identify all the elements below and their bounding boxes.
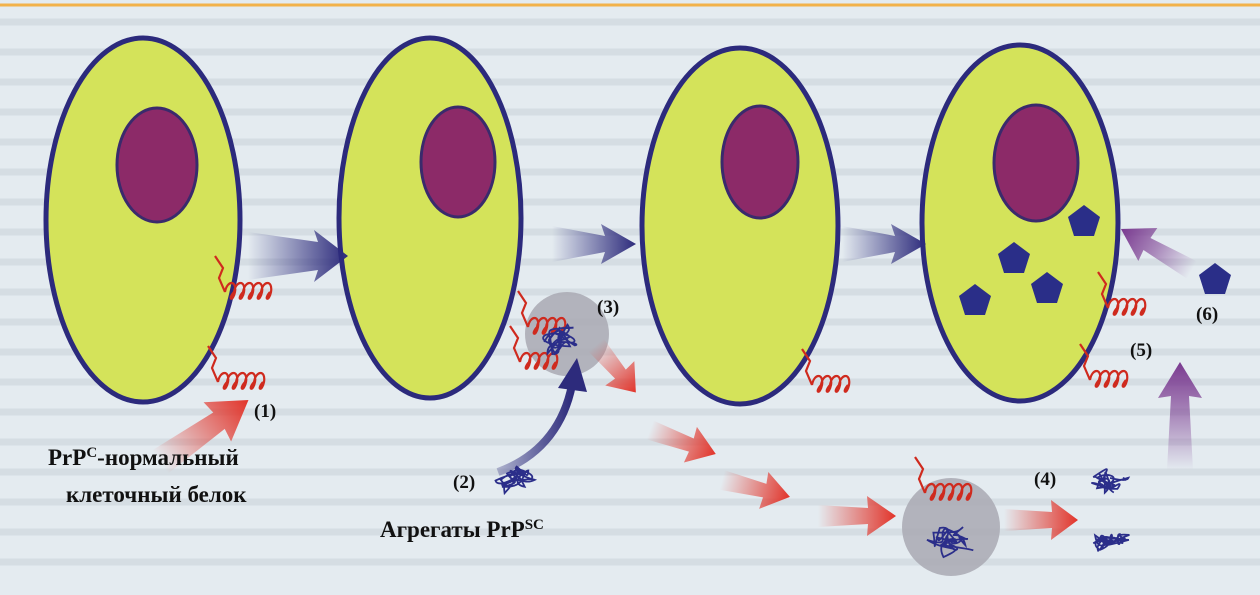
- arrow-step6-in: [1111, 213, 1201, 287]
- nucleus: [117, 108, 197, 222]
- arrow-step4-up: [1158, 362, 1202, 470]
- caption-prpsc-prefix: Агрегаты PrP: [380, 517, 525, 542]
- label-step3: (3): [597, 298, 619, 317]
- caption-prpc: PrPC-нормальный: [48, 446, 239, 469]
- nucleus: [994, 105, 1078, 221]
- cell-3: [642, 48, 838, 404]
- caption-prpc-prefix: PrP: [48, 445, 86, 470]
- caption-prpsc: Агрегаты PrPSC: [380, 518, 544, 541]
- label-step4: (4): [1034, 470, 1056, 489]
- arrow-step2: [498, 385, 572, 472]
- label-step6: (6): [1196, 305, 1218, 324]
- caption-prpc-sup: C: [86, 445, 97, 461]
- nucleus: [722, 106, 798, 218]
- cell-2: [339, 38, 521, 398]
- prpsc-tangle: [1093, 534, 1129, 551]
- caption-prpc-line2: клеточный белок: [66, 483, 247, 506]
- label-step1: (1): [254, 402, 276, 421]
- caption-prpc-suffix: -нормальный: [97, 445, 239, 470]
- label-step5: (5): [1130, 341, 1152, 360]
- caption-prpsc-sup: SC: [525, 517, 544, 533]
- pentagon-aggregate: [1199, 263, 1231, 294]
- arrow-cell1-to-cell2: [248, 230, 348, 282]
- nucleus: [421, 107, 495, 217]
- label-step2: (2): [453, 473, 475, 492]
- cell-1: [46, 38, 240, 402]
